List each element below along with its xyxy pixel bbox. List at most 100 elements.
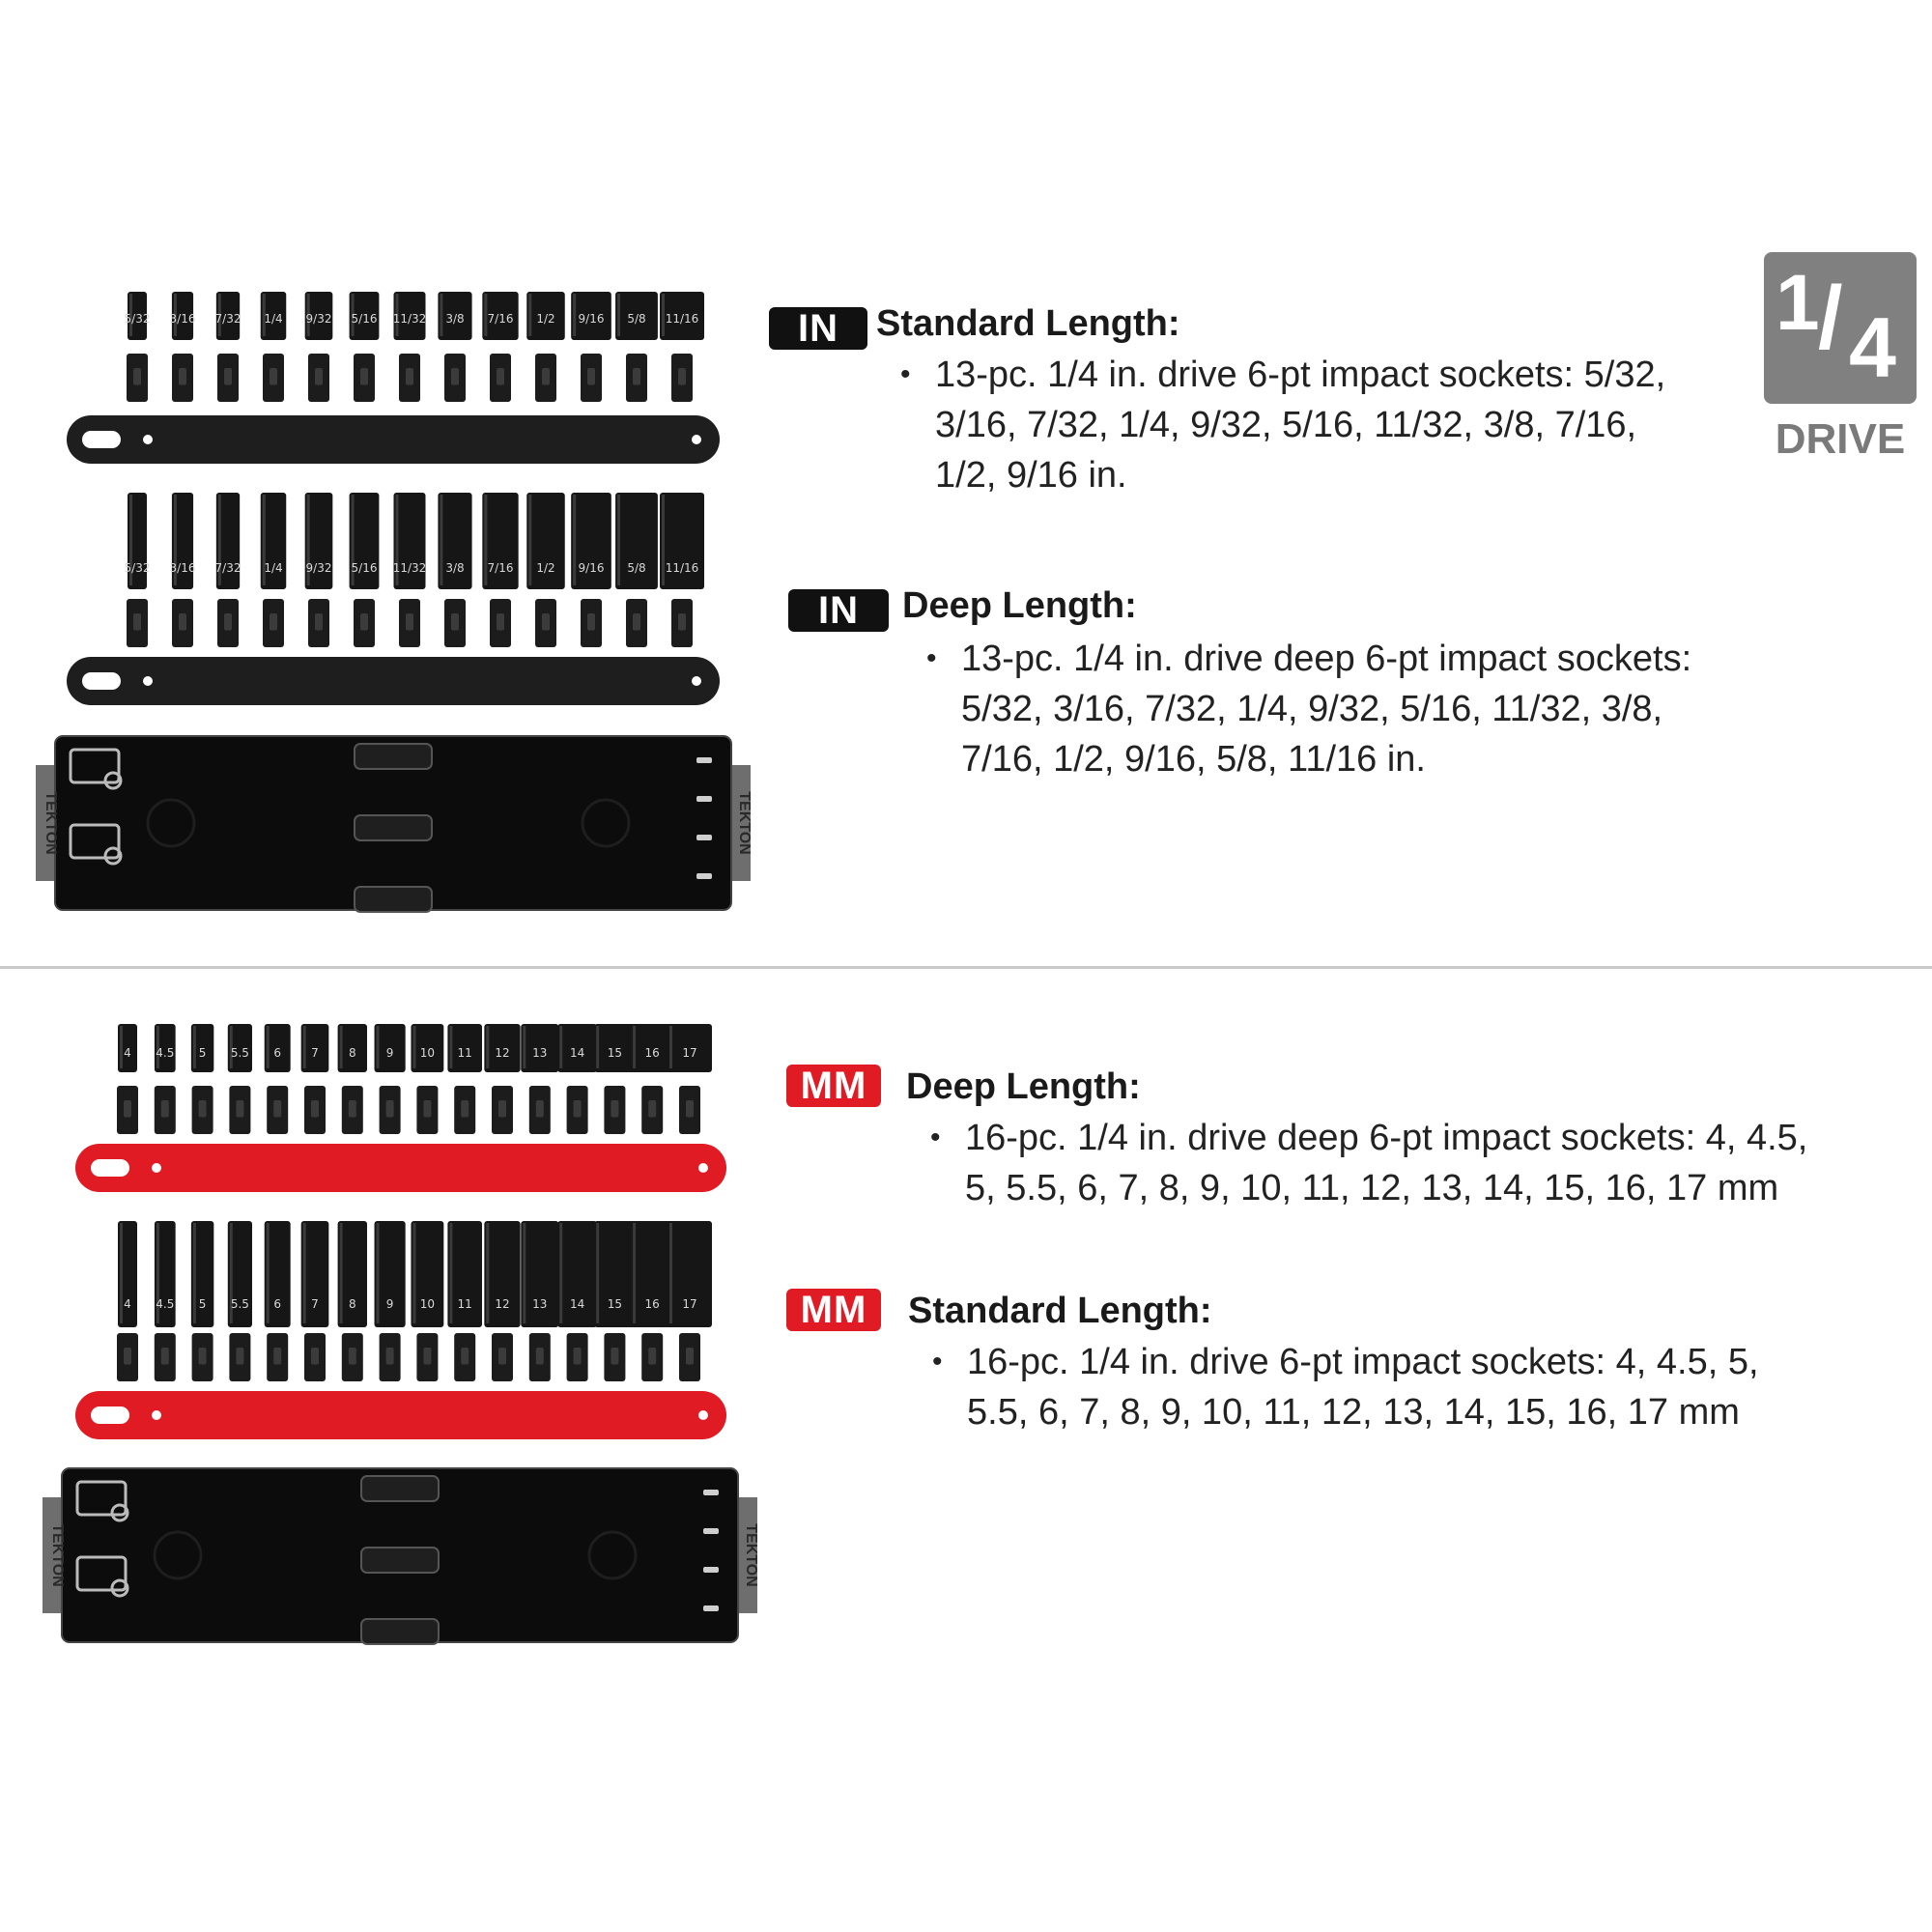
clip-hole	[611, 1100, 619, 1118]
clip-hole	[535, 1100, 544, 1118]
socket-size-label: 5/8	[627, 312, 645, 326]
tray-center-clip	[360, 1475, 440, 1502]
section-heading: Deep Length:	[902, 585, 1137, 626]
socket	[374, 1024, 406, 1072]
socket	[594, 1024, 636, 1072]
socket-highlight	[669, 1026, 672, 1068]
socket-highlight	[217, 294, 221, 336]
clip-hole	[236, 1100, 244, 1118]
socket	[615, 493, 658, 589]
socket-highlight	[217, 495, 221, 585]
socket-size-label: 13	[532, 1046, 547, 1060]
tray-end-cap	[729, 765, 751, 881]
socket-size-label: 14	[570, 1297, 584, 1311]
socket-size-label: 15	[608, 1046, 622, 1060]
tray-hook-icon	[103, 771, 123, 790]
socket-highlight	[484, 294, 488, 336]
socket-size-label: 3/8	[445, 561, 464, 575]
tray-brand-mark: TEKTON	[43, 791, 59, 854]
drive-denominator: 4	[1849, 299, 1896, 395]
socket-size-label: 11/16	[666, 312, 699, 326]
socket	[482, 493, 519, 589]
clip-hole	[124, 1348, 131, 1365]
clip-hole	[385, 1348, 394, 1365]
socket-highlight	[662, 294, 665, 336]
clip-hole	[497, 368, 504, 385]
socket	[337, 1024, 367, 1072]
socket-highlight	[173, 495, 177, 585]
spec-line: 16-pc. 1/4 in. drive deep 6-pt impact so…	[965, 1118, 1808, 1158]
tray-slot	[703, 1605, 719, 1611]
rail	[67, 415, 720, 464]
clip-hole	[348, 1348, 356, 1365]
clip-hole	[385, 1100, 394, 1118]
socket	[304, 493, 333, 589]
tray-end-cap	[36, 765, 57, 881]
socket	[631, 1221, 674, 1327]
socket-highlight	[523, 1223, 526, 1323]
socket-highlight	[266, 1026, 270, 1068]
clip-hole	[406, 368, 413, 385]
clip-hole	[348, 1100, 356, 1118]
clip-hole	[423, 1100, 432, 1118]
socket-highlight	[617, 495, 621, 585]
rail-keyhole-icon	[82, 431, 121, 448]
clip-hole	[461, 1348, 469, 1365]
bullet-dot: •	[930, 1122, 941, 1153]
bullet-dot: •	[900, 358, 911, 390]
clip-hole	[124, 1100, 131, 1118]
socket	[349, 292, 380, 340]
spec-line: 5, 5.5, 6, 7, 8, 9, 10, 11, 12, 13, 14, …	[965, 1168, 1779, 1208]
tray-hook-icon	[103, 846, 123, 866]
clip-hole	[573, 1348, 582, 1365]
socket-highlight	[156, 1026, 159, 1068]
socket-size-label: 8	[349, 1046, 356, 1060]
socket-highlight	[229, 1026, 233, 1068]
socket-highlight	[376, 1026, 380, 1068]
socket-size-label: 9/16	[579, 561, 605, 575]
socket-size-label: 5.5	[231, 1046, 249, 1060]
socket-size-label: 3/16	[170, 561, 196, 575]
socket-size-label: 6	[273, 1297, 281, 1311]
socket	[438, 292, 472, 340]
socket-size-label: 17	[682, 1297, 696, 1311]
spec-line: 13-pc. 1/4 in. drive deep 6-pt impact so…	[961, 639, 1692, 679]
socket-size-label: 11/32	[393, 561, 427, 575]
clip-hole	[648, 1100, 657, 1118]
tray-brand-mark: TEKTON	[49, 1523, 66, 1586]
clip-hole	[311, 1348, 319, 1365]
socket-highlight	[192, 1223, 196, 1323]
clip-hole	[311, 1100, 319, 1118]
clip-hole	[498, 1100, 506, 1118]
clip-hole	[451, 368, 459, 385]
socket-highlight	[633, 1223, 637, 1323]
socket-highlight	[339, 1026, 343, 1068]
spec-line: 5.5, 6, 7, 8, 9, 10, 11, 12, 13, 14, 15,…	[967, 1392, 1740, 1433]
socket-size-label: 5.5	[231, 1297, 249, 1311]
section-heading: Standard Length:	[876, 303, 1180, 344]
socket-highlight	[129, 495, 132, 585]
clip-hole	[360, 368, 368, 385]
clip-hole	[542, 613, 550, 631]
clip-hole	[224, 613, 232, 631]
rail-rivet	[698, 1410, 708, 1420]
socket-highlight	[192, 1026, 196, 1068]
rail-rivet	[143, 676, 153, 686]
clip-hole	[535, 1348, 544, 1365]
socket-highlight	[262, 294, 266, 336]
socket-size-label: 4	[124, 1046, 131, 1060]
socket-size-label: 11	[458, 1297, 472, 1311]
clip-hole	[179, 613, 186, 631]
socket-size-label: 5/32	[125, 561, 151, 575]
socket-highlight	[351, 294, 355, 336]
socket-size-label: 11	[458, 1046, 472, 1060]
socket	[484, 1221, 521, 1327]
tray-mount-icon	[587, 1530, 638, 1580]
clip-hole	[633, 368, 640, 385]
socket	[154, 1221, 176, 1327]
socket	[557, 1024, 597, 1072]
spec-line: 3/16, 7/32, 1/4, 9/32, 5/16, 11/32, 3/8,…	[935, 405, 1637, 445]
section-heading: Deep Length:	[906, 1066, 1141, 1107]
rail-rivet	[692, 435, 701, 444]
socket-highlight	[351, 495, 355, 585]
